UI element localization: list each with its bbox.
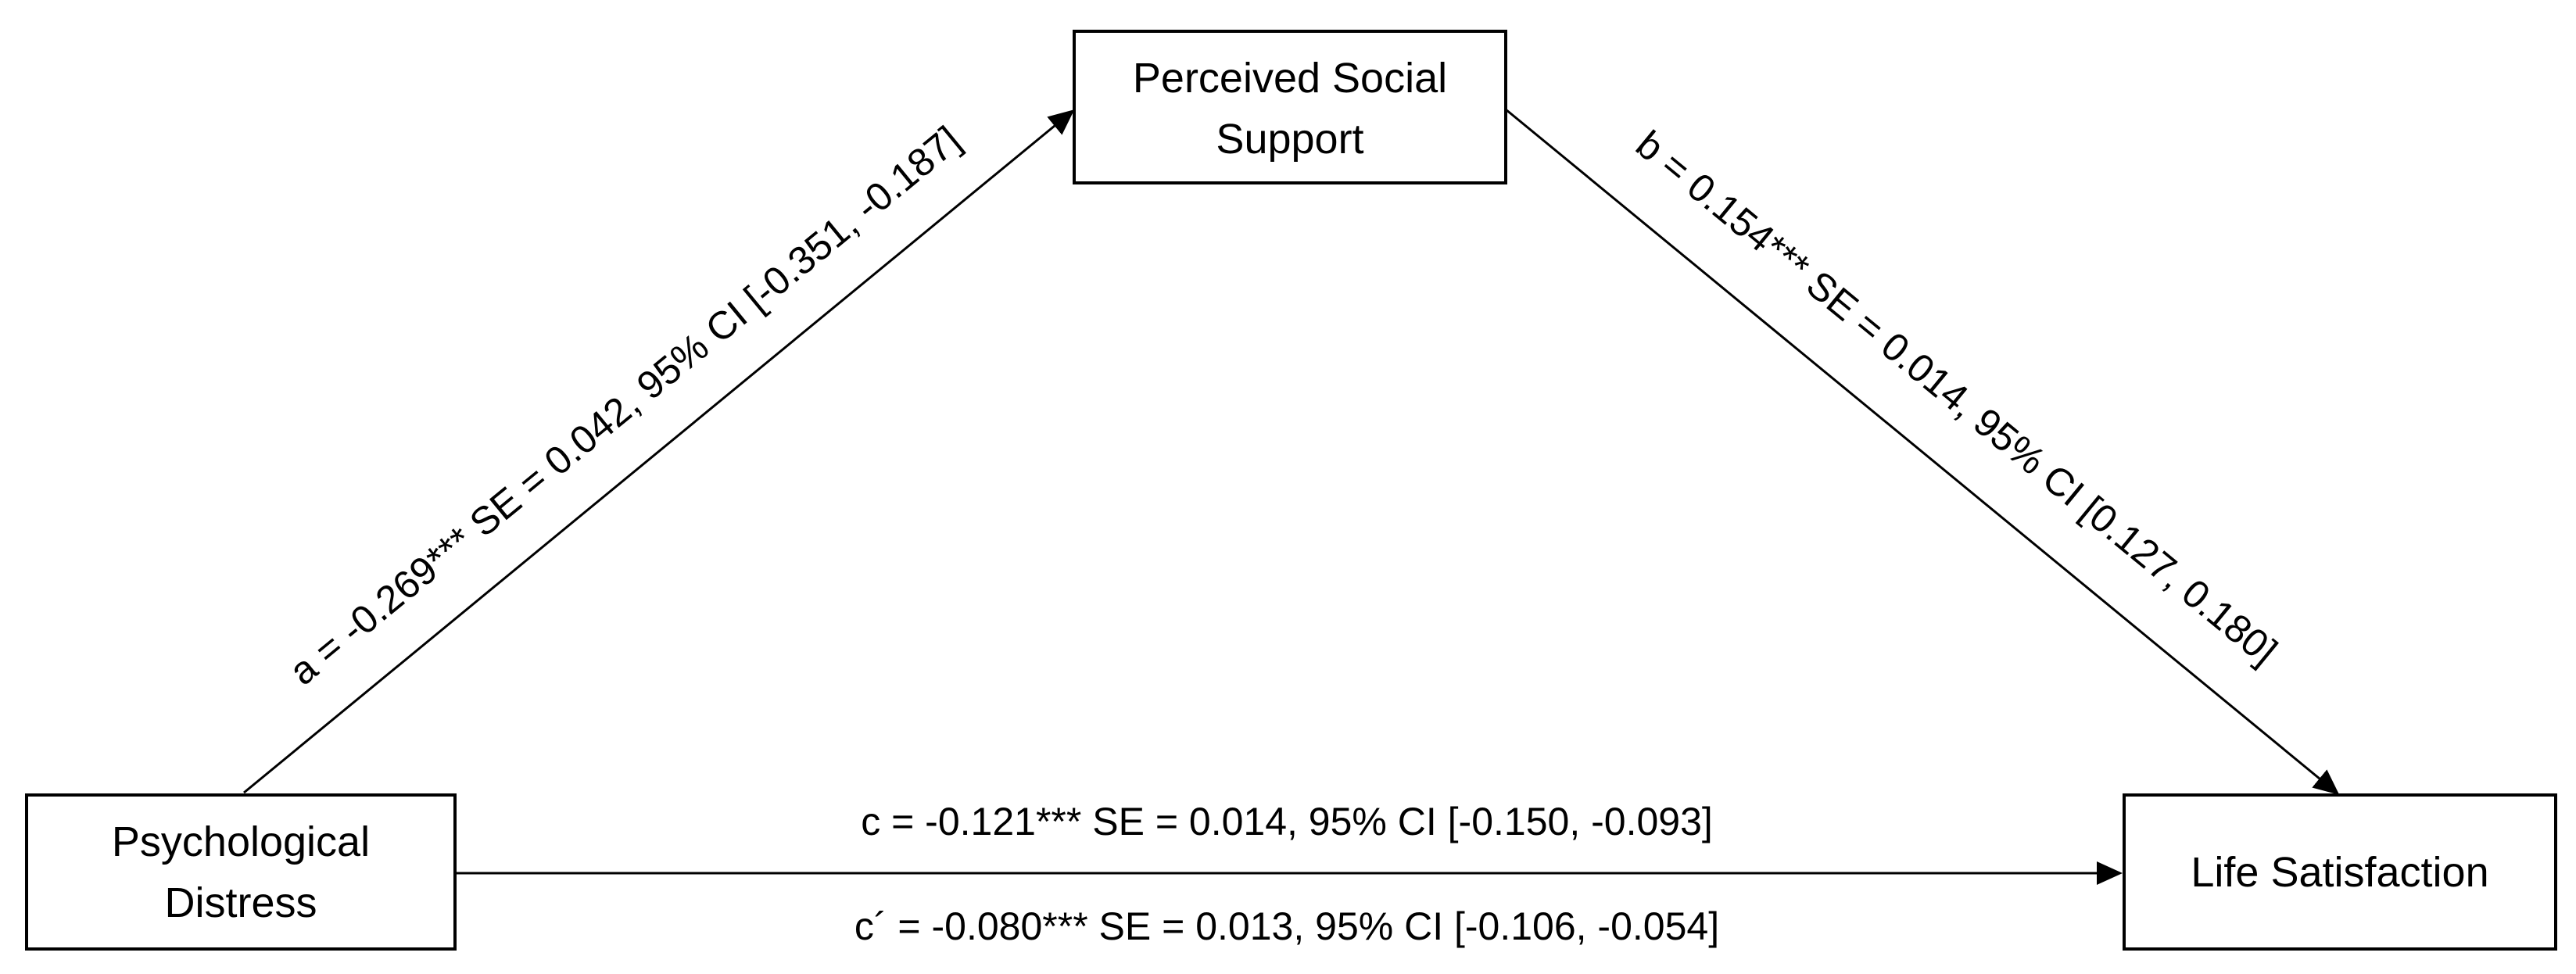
node-psychological-distress: Psychological Distress (25, 793, 457, 951)
node-box (25, 793, 457, 951)
node-label: Life Satisfaction (2191, 849, 2488, 896)
node-label-line2: Distress (164, 879, 317, 926)
path-c-prime-label: c´ = -0.080*** SE = 0.013, 95% CI [-0.10… (854, 904, 1719, 948)
node-label-line1: Psychological (112, 818, 370, 865)
path-c-label: c = -0.121*** SE = 0.014, 95% CI [-0.150… (861, 800, 1713, 843)
path-b-label: b = 0.154*** SE = 0.014, 95% CI [0.127, … (1628, 122, 2285, 673)
node-label-line2: Support (1216, 116, 1363, 163)
node-box (2123, 793, 2557, 951)
node-label-line1: Perceived Social (1133, 55, 1447, 102)
node-box (1073, 30, 1507, 184)
path-b-arrow (1505, 108, 2340, 795)
node-life-satisfaction: Life Satisfaction (2123, 793, 2557, 951)
node-perceived-social-support: Perceived Social Support (1073, 30, 1507, 184)
path-a-arrow (243, 109, 1075, 794)
path-a-label: a = -0.269*** SE = 0.042, 95% CI [-0.351… (281, 118, 969, 694)
